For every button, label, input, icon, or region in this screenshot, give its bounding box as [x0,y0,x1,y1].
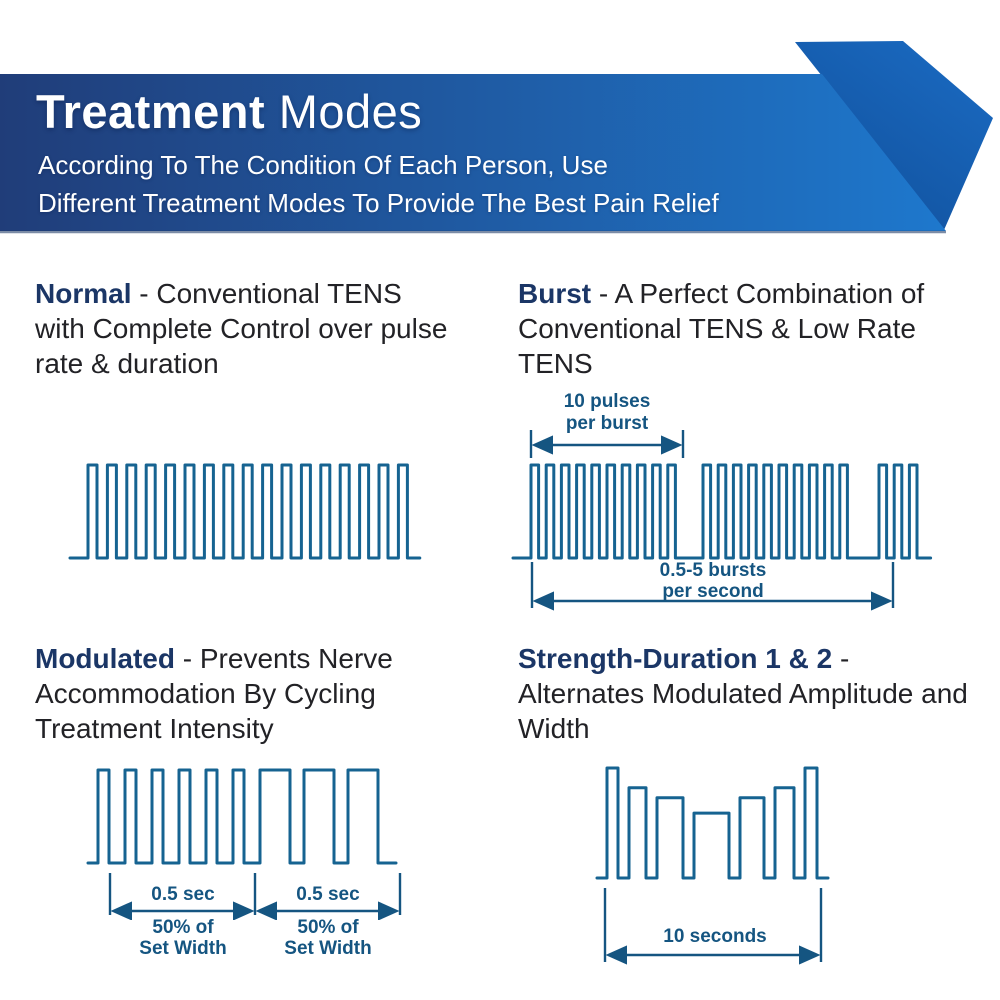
modulated-right-width-line2: Set Width [284,938,372,959]
page-title-light: Modes [265,85,423,138]
page-subtitle-line1: According To The Condition Of Each Perso… [38,150,608,180]
header-banner-graphic [0,41,993,234]
section-normal-term: Normal [35,278,132,309]
burst-top-dimension-label: 10 pulses per burst [532,391,682,435]
banner-ribbon-arrow [795,41,993,230]
section-modulated-text: Modulated - Prevents Nerve Accommodation… [35,641,485,746]
section-burst-desc: - A Perfect Combination of Conventional … [518,278,925,379]
section-burst-term: Burst [518,278,592,309]
modulated-left-width-line1: 50% of [152,917,214,938]
section-strength-desc: - Alternates Modulated Amplitude and Wid… [518,643,968,744]
burst-bottom-dimension-label: 0.5-5 bursts per second [613,560,813,602]
strength-time-label: 10 seconds [663,926,767,947]
section-normal-desc: - Conventional TENS with Complete Contro… [35,278,448,379]
burst-top-label-line2: per burst [565,413,649,434]
normal-waveform [68,463,422,560]
section-normal-text: Normal - Conventional TENS with Complete… [35,276,455,381]
modulated-left-time-label: 0.5 sec [151,884,215,905]
strength-duration-waveform-diagram [595,766,830,965]
banner-front-face [0,74,946,231]
page-subtitle-line2: Different Treatment Modes To Provide The… [38,188,719,218]
section-strength-term: Strength-Duration 1 & 2 [518,643,833,674]
burst-bottom-label-line2: per second [662,581,764,602]
burst-top-label-line1: 10 pulses [563,391,651,412]
section-modulated-term: Modulated [35,643,175,674]
page-title-strong: Treatment [36,85,266,138]
strength-duration-waveform [595,766,830,880]
section-burst-text: Burst - A Perfect Combination of Convent… [518,276,958,381]
normal-waveform-diagram [68,463,422,560]
modulated-right-width-line1: 50% of [297,917,359,938]
modulated-waveform [86,768,398,865]
burst-bottom-label-line1: 0.5-5 bursts [659,560,767,581]
modulated-right-time-label: 0.5 sec [296,884,360,905]
section-strength-text: Strength-Duration 1 & 2 - Alternates Mod… [518,641,978,746]
burst-waveform [511,463,933,560]
modulated-left-width-line2: Set Width [139,938,227,959]
modulated-left-width-label: 50% of Set Width [110,917,256,959]
modulated-right-width-label: 50% of Set Width [255,917,401,959]
section-modulated-desc: - Prevents Nerve Accommodation By Cyclin… [35,643,393,744]
burst-waveform-diagram [511,430,933,611]
page-title: Treatment Modes [36,86,422,138]
modulated-waveform-diagram [86,768,402,920]
